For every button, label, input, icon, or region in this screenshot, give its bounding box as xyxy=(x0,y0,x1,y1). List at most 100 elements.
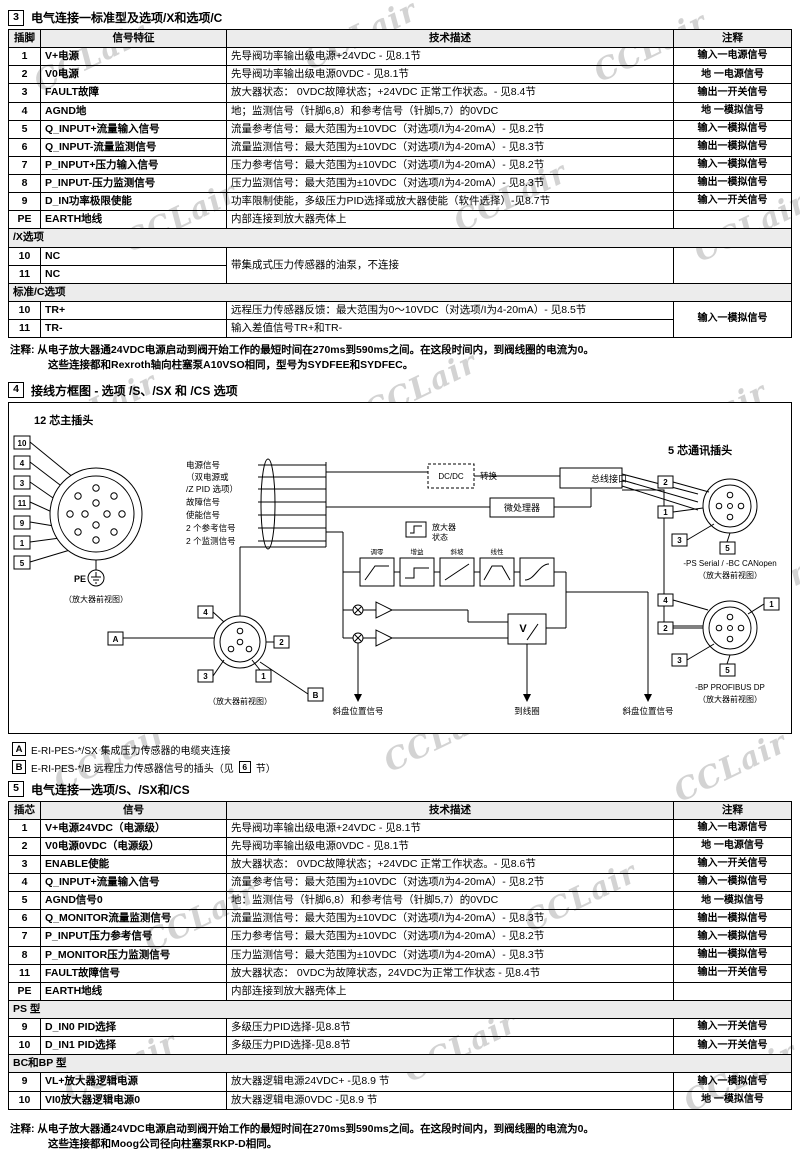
col-header-desc: 技术描述 xyxy=(226,800,674,820)
legend-a-row: A E-RI-PES-*/SX 集成压力传感器的电缆夹连接 xyxy=(12,742,792,757)
footer-notes: 注释: 从电子放大器通24VDC电源启动到阀开始工作的最短时间在270ms到59… xyxy=(10,1122,792,1152)
note-line: 注释: 从电子放大器通24VDC电源启动到阀开始工作的最短时间在270ms到59… xyxy=(10,344,594,357)
signal-cell: AGND信号0 xyxy=(40,891,227,911)
to-coil-label: 到线圈 xyxy=(514,706,540,716)
svg-text:2 个参考信号: 2 个参考信号 xyxy=(186,523,236,533)
note-cell: 输入一模拟信号 xyxy=(673,1072,792,1092)
pin-cell: 3 xyxy=(8,854,41,875)
pin-cell: 5 xyxy=(8,891,41,911)
desc-cell: 先导阀功率输出级电源0VDC - 见8.1节 xyxy=(226,836,674,856)
pin-cell: 10 xyxy=(8,1090,41,1110)
section-wiring-diagram: 4 接线方框图 - 选项 /S、/SX 和 /CS 选项 12 芯主插头 10 … xyxy=(8,382,792,775)
svg-text:5: 5 xyxy=(725,544,730,553)
diagram-legend: A E-RI-PES-*/SX 集成压力传感器的电缆夹连接 B E-RI-PES… xyxy=(12,742,792,775)
svg-text:4: 4 xyxy=(203,608,208,617)
signal-cell: NC xyxy=(40,264,227,284)
note-cell: 输出一开关信号 xyxy=(673,83,792,103)
desc-cell: 压力参考信号：最大范围为±10VDC（对选项/I为4-20mA）- 见8.2节 xyxy=(226,927,674,947)
svg-text:2: 2 xyxy=(663,478,668,487)
wiring-diagram: 12 芯主插头 10 4 3 11 9 1 5 xyxy=(8,401,792,734)
clamp-b-tag: B xyxy=(313,691,319,700)
note-cell: 地 一模拟信号 xyxy=(673,891,792,911)
svg-text:3: 3 xyxy=(20,479,25,488)
svg-text:/Z PID 选项）: /Z PID 选项） xyxy=(186,484,238,494)
desc-cell: 先导阀功率输出级电源0VDC - 见8.1节 xyxy=(226,65,674,85)
pe-label: PE xyxy=(74,574,86,584)
signal-cell: Q_INPUT+流量输入信号 xyxy=(40,873,227,893)
desc-cell: 压力监测信号：最大范围为±10VDC（对选项/I为4-20mA）- 见8.3节 xyxy=(226,945,674,965)
note-line: 这些连接都和Moog公司径向柱塞泵RKP-D相同。 xyxy=(48,1137,278,1150)
svg-text:1: 1 xyxy=(261,672,266,681)
pin-cell: 9 xyxy=(8,1072,41,1092)
front-view-label: （放大器前视图） xyxy=(64,594,128,604)
svg-text:电源信号: 电源信号 xyxy=(186,460,220,470)
signal-cell: P_MONITOR压力监测信号 xyxy=(40,945,227,965)
legend-b-text-pre: E-RI-PES-*/B 远程压力传感器信号的插头（见 xyxy=(31,763,234,775)
desc-cell: 放大器逻辑电源24VDC+ -见8.9 节 xyxy=(226,1072,674,1092)
bus-interface-label: 总线接口 xyxy=(591,473,627,484)
desc-cell: 流量监测信号：最大范围为±10VDC（对选项/I为4-20mA）- 见8.3节 xyxy=(226,137,674,157)
pin-cell: 11 xyxy=(8,318,41,339)
note-cell: 输入一开关信号 xyxy=(673,854,792,875)
pin-cell: 1 xyxy=(8,818,41,838)
amp-status-label-1: 放大器 xyxy=(432,522,456,532)
pin-cell: 3 xyxy=(8,83,41,103)
signal-cell: V0电源 xyxy=(40,65,227,85)
section-3-notes: 注释: 从电子放大器通24VDC电源启动到阀开始工作的最短时间在270ms到59… xyxy=(10,343,792,373)
desc-cell: 放大器状态： 0VDC故障状态；+24VDC 正常工作状态。- 见8.6节 xyxy=(226,854,674,875)
svg-text:2 个监测信号: 2 个监测信号 xyxy=(186,536,236,546)
pin-cell: PE xyxy=(8,981,41,1001)
note-cell: 地 一模拟信号 xyxy=(673,101,792,121)
signal-cell: NC xyxy=(40,246,227,266)
note-cell: 输入一开关信号 xyxy=(673,1018,792,1038)
subheader-ps-type: PS 型 xyxy=(8,999,792,1020)
section-4-header: 4 接线方框图 - 选项 /S、/SX 和 /CS 选项 xyxy=(8,382,792,399)
col-header-note: 注释 xyxy=(673,28,792,49)
signal-cell: V+电源 xyxy=(40,47,227,67)
legend-a-tag: A xyxy=(12,742,26,757)
section-5-number-box: 5 xyxy=(8,781,24,798)
pin-cell: 10 xyxy=(8,246,41,266)
svg-text:斜坡: 斜坡 xyxy=(451,547,465,556)
pin-cell: 11 xyxy=(8,963,41,983)
swashplate-signal-label-left: 斜盘位置信号 xyxy=(332,706,383,716)
signal-cell: Q_INPUT+流量输入信号 xyxy=(40,119,227,139)
amplifier-block-diagram: DC/DC 转换 总线接口 微处理器 放大器 状态 调零 增 xyxy=(326,463,674,716)
comm-connectors-5pin: 5 芯通讯插头 2 1 3 5 xyxy=(621,443,780,704)
desc-cell: 流量监测信号：最大范围为±10VDC（对选项/I为4-20mA）- 见8.3节 xyxy=(226,909,674,929)
col-header-pin: 插脚 xyxy=(8,28,41,49)
v-output-label: V xyxy=(519,623,527,635)
pin-cell: 4 xyxy=(8,101,41,121)
desc-cell: 多级压力PID选择-见8.8节 xyxy=(226,1036,674,1056)
subheader-label: /X选项 xyxy=(8,228,792,248)
dcdc-label: DC/DC xyxy=(438,472,464,481)
svg-text:5: 5 xyxy=(725,666,730,675)
svg-text:调零: 调零 xyxy=(371,547,385,556)
note-cell xyxy=(673,981,792,1001)
pin-cell: 7 xyxy=(8,927,41,947)
svg-text:4: 4 xyxy=(663,596,668,605)
signal-cell: EARTH地线 xyxy=(40,981,227,1001)
col-header-pin: 插芯 xyxy=(8,800,41,820)
signal-cell: EARTH地线 xyxy=(40,210,227,230)
signal-cell: D_IN1 PID选择 xyxy=(40,1036,227,1056)
note-cell: 输入一电源信号 xyxy=(673,818,792,838)
desc-cell: 内部连接到放大器壳体上 xyxy=(226,210,674,230)
note-cell xyxy=(673,246,792,284)
